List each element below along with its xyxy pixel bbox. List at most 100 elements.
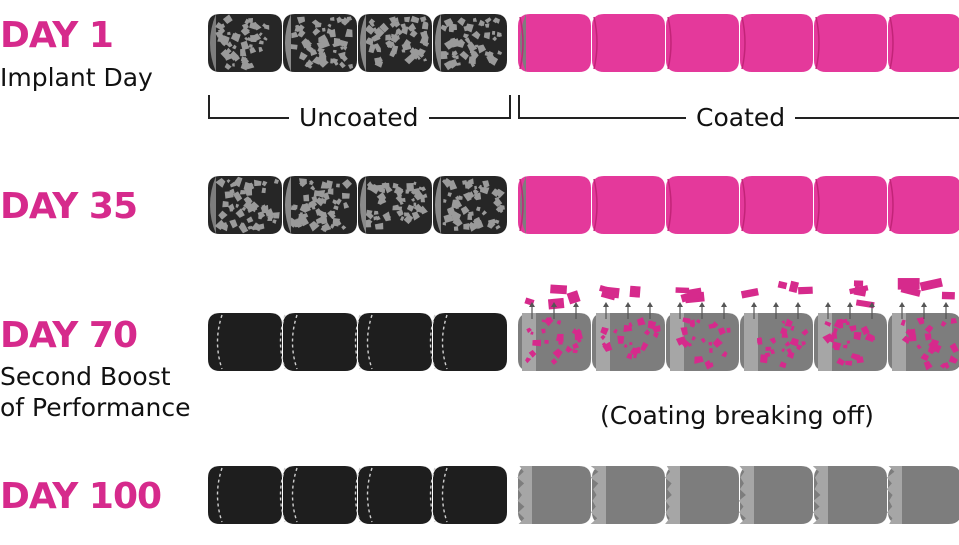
- segment-end-cap: [435, 176, 441, 234]
- segment-body: [518, 14, 591, 72]
- speckle: [404, 16, 411, 23]
- breakoff-arrowhead: [825, 302, 831, 307]
- segment-body: [518, 466, 591, 524]
- speckle: [321, 222, 332, 232]
- speckle: [221, 222, 228, 229]
- speckle: [786, 351, 795, 359]
- speckle: [317, 47, 325, 55]
- speckle: [451, 54, 456, 59]
- speckle: [411, 190, 416, 195]
- speckle: [248, 44, 253, 49]
- breakoff-arrowhead: [899, 302, 905, 307]
- speckle: [442, 179, 447, 184]
- segment-body: [740, 176, 813, 234]
- speckle: [246, 191, 250, 195]
- speckle: [690, 322, 695, 328]
- coated-segment-worn: [738, 466, 813, 524]
- speckle: [250, 203, 258, 211]
- breakoff-arrowhead: [551, 302, 557, 307]
- coating-fragment: [629, 285, 641, 298]
- speckle: [224, 54, 232, 61]
- segment-body: [888, 14, 959, 72]
- uncoated-segment: [208, 313, 282, 371]
- speckle: [289, 44, 298, 50]
- breakoff-arrowhead: [721, 302, 727, 307]
- speckle: [388, 16, 396, 24]
- uncoated-segment: [433, 176, 507, 234]
- segment-joint: [815, 178, 820, 232]
- speckle: [341, 225, 347, 230]
- speckle: [443, 213, 454, 223]
- speckle: [217, 28, 226, 35]
- speckle: [379, 22, 389, 33]
- speckle: [382, 211, 391, 222]
- speckle: [949, 342, 959, 353]
- speckle: [272, 219, 277, 224]
- speckle: [789, 339, 795, 345]
- speckle: [487, 51, 494, 58]
- speckle: [784, 341, 791, 347]
- speckle: [482, 180, 490, 189]
- speckle: [492, 36, 497, 42]
- speckle: [345, 28, 353, 38]
- speckle: [796, 344, 803, 351]
- speckle: [273, 178, 279, 184]
- segment-rough-edge: [664, 466, 680, 524]
- speckle: [224, 191, 234, 199]
- speckle: [397, 206, 403, 211]
- speckle: [369, 21, 375, 27]
- coated-segment: [518, 176, 591, 234]
- speckle: [640, 341, 649, 352]
- speckle: [901, 335, 911, 345]
- speckle: [313, 190, 321, 197]
- speckle: [636, 317, 646, 326]
- speckle: [769, 337, 777, 344]
- speckle: [691, 335, 696, 341]
- speckle: [477, 44, 487, 54]
- speckle: [406, 183, 415, 192]
- speckle: [222, 201, 229, 208]
- speckle: [411, 211, 420, 221]
- speckle: [457, 40, 466, 48]
- speckle: [341, 17, 350, 26]
- segment-body: [740, 14, 813, 72]
- speckle: [257, 211, 266, 220]
- uncoated-segment: [354, 313, 432, 371]
- speckle: [451, 51, 456, 56]
- speckle: [227, 31, 231, 35]
- segment-body: [283, 466, 357, 524]
- speckle: [841, 318, 848, 324]
- speckle: [364, 37, 374, 46]
- speckle: [474, 185, 478, 190]
- speckle: [233, 54, 240, 62]
- segment-joint: [741, 16, 746, 70]
- segment-joint: [889, 178, 894, 232]
- speckle: [602, 341, 613, 352]
- speckle: [647, 320, 657, 330]
- speckle: [541, 328, 546, 334]
- speckle: [443, 198, 447, 203]
- speckle: [558, 340, 563, 345]
- speckle: [491, 30, 496, 35]
- speckle: [373, 210, 379, 215]
- segment-rough-edge: [590, 466, 606, 524]
- speckle: [572, 349, 578, 354]
- speckle: [541, 319, 546, 323]
- speckle: [456, 62, 461, 66]
- speckle: [469, 42, 474, 47]
- speckle: [612, 328, 618, 334]
- speckle: [448, 179, 458, 191]
- segment-body: [518, 176, 591, 234]
- speckle: [494, 219, 500, 224]
- speckle: [395, 28, 403, 36]
- segment-body: [666, 14, 739, 72]
- coating-fragment: [798, 286, 813, 295]
- coated-caption: Coated: [686, 105, 796, 130]
- segment-end-cap: [210, 14, 216, 72]
- coated-segment-breaking: [888, 313, 959, 371]
- segment-body: [666, 176, 739, 234]
- breakoff-arrowhead: [529, 302, 535, 307]
- speckle: [341, 18, 345, 23]
- speckle: [469, 48, 476, 55]
- segment-body: [888, 466, 959, 524]
